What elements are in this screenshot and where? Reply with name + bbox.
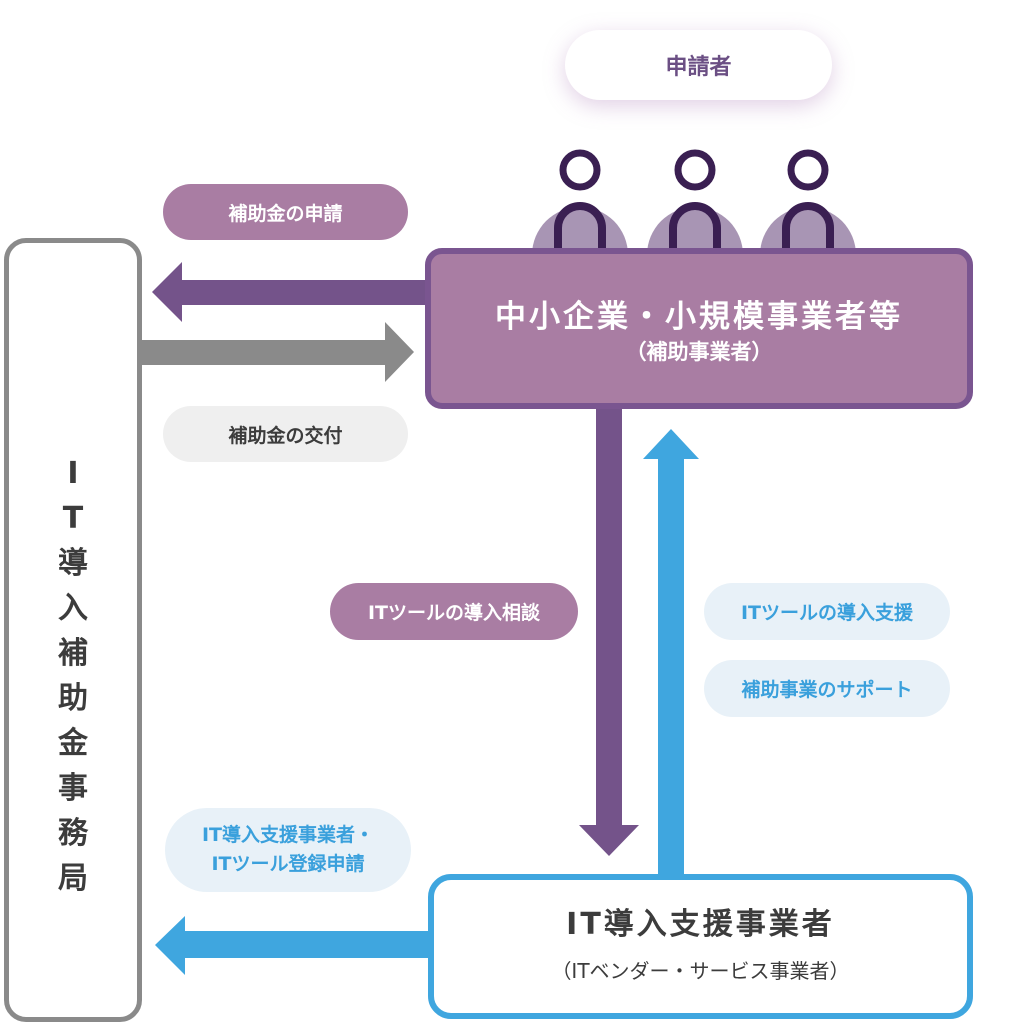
tool-support-label: ITツールの導入支援 (704, 583, 950, 640)
sme-box: 中小企業・小規模事業者等 （補助事業者） (425, 248, 973, 409)
registration-label-line2: ITツール登録申請 (211, 853, 365, 875)
registration-arrow (155, 916, 432, 975)
person-icon (760, 149, 856, 266)
applicant-label: 申請者 (565, 30, 832, 100)
grant-arrow (140, 322, 414, 382)
office-label-char: T (62, 501, 84, 536)
office-label-char: 事 (58, 771, 88, 806)
office-label-char: 務 (58, 816, 88, 851)
sme-subtitle: （補助事業者） (625, 339, 773, 364)
registration-label: IT導入支援事業者・ ITツール登録申請 (165, 808, 411, 892)
office-label-char: I (67, 456, 79, 491)
office-label-char: 入 (58, 591, 88, 626)
office-label-char: 補 (58, 636, 88, 671)
vendor-subtitle: （ITベンダー・サービス事業者） (551, 958, 850, 983)
subsidy-application-label: 補助金の申請 (163, 184, 408, 240)
vendor-title: IT導入支援事業者 (566, 906, 835, 942)
person-icon (647, 149, 743, 266)
office-label-char: 導 (58, 546, 88, 581)
support-arrow (643, 429, 699, 880)
it-vendor-box: IT導入支援事業者 （ITベンダー・サービス事業者） (428, 874, 973, 1019)
project-support-label: 補助事業のサポート (704, 660, 950, 717)
application-arrow (152, 262, 430, 322)
applicant-icons (532, 149, 856, 266)
consultation-arrow (579, 405, 639, 856)
office-label-char: 助 (58, 681, 88, 716)
office-label: I T 導 入 補 助 金 事 務 局 (9, 451, 137, 901)
subsidy-grant-label: 補助金の交付 (163, 406, 408, 462)
tool-consultation-label: ITツールの導入相談 (330, 583, 578, 640)
person-icon (532, 149, 628, 266)
sme-title: 中小企業・小規模事業者等 (495, 298, 903, 335)
office-label-char: 金 (58, 726, 88, 761)
it-subsidy-office-box: I T 導 入 補 助 金 事 務 局 (4, 238, 142, 1022)
registration-label-line1: IT導入支援事業者・ (201, 824, 375, 846)
office-label-char: 局 (58, 861, 88, 896)
